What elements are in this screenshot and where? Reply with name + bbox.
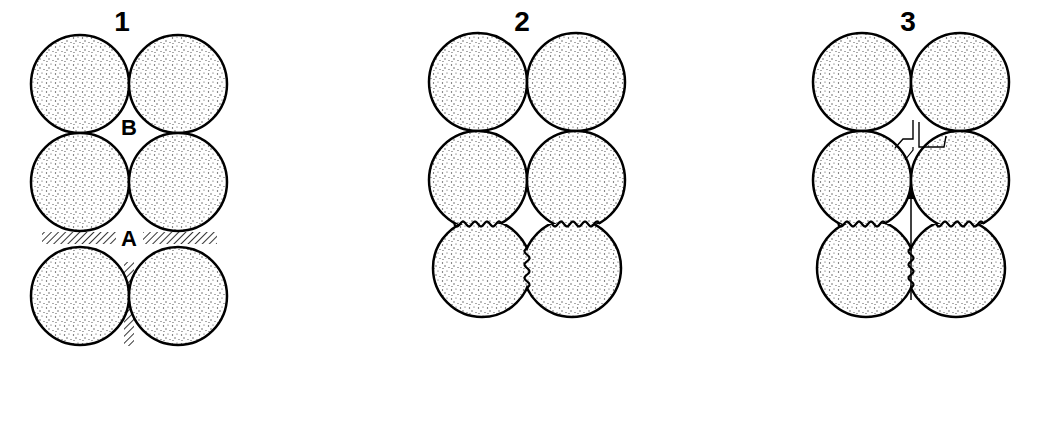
svg-part	[429, 33, 625, 317]
panel-number: 1	[114, 8, 130, 36]
sand-grain	[31, 247, 129, 345]
panel-number: 3	[900, 8, 916, 36]
sand-grain	[129, 35, 227, 133]
sand-grain	[429, 33, 527, 131]
sand-grain	[527, 131, 625, 224]
sand-grain	[31, 35, 129, 133]
pressure-zone	[42, 232, 116, 244]
panel-number: 2	[514, 8, 530, 36]
sand-grain	[527, 33, 625, 131]
sand-grain	[527, 224, 621, 317]
sutured-contact	[454, 222, 502, 227]
sand-grain	[813, 131, 911, 224]
sutured-contact	[838, 222, 886, 227]
sand-grain	[129, 133, 227, 231]
crack-line	[905, 147, 913, 160]
sand-grain	[911, 131, 1009, 224]
growth-arrow	[910, 190, 912, 300]
sand-grain	[31, 133, 129, 231]
crack-line	[919, 122, 946, 147]
sand-grain	[129, 247, 227, 345]
pressure-zone	[143, 232, 217, 244]
sutured-contact	[936, 222, 984, 227]
sand-grain	[813, 33, 911, 131]
sand-grain	[911, 33, 1009, 131]
sand-grain	[429, 131, 527, 224]
svg-part	[813, 33, 1009, 317]
sutured-contact	[525, 248, 530, 288]
crack-line	[895, 120, 913, 148]
svg-part	[31, 35, 227, 346]
sand-grain	[817, 224, 911, 317]
point-label: A	[121, 228, 137, 250]
sand-grain	[911, 224, 1005, 317]
sand-grain	[433, 224, 527, 317]
sutured-contact	[552, 222, 600, 227]
point-label: B	[121, 117, 137, 139]
